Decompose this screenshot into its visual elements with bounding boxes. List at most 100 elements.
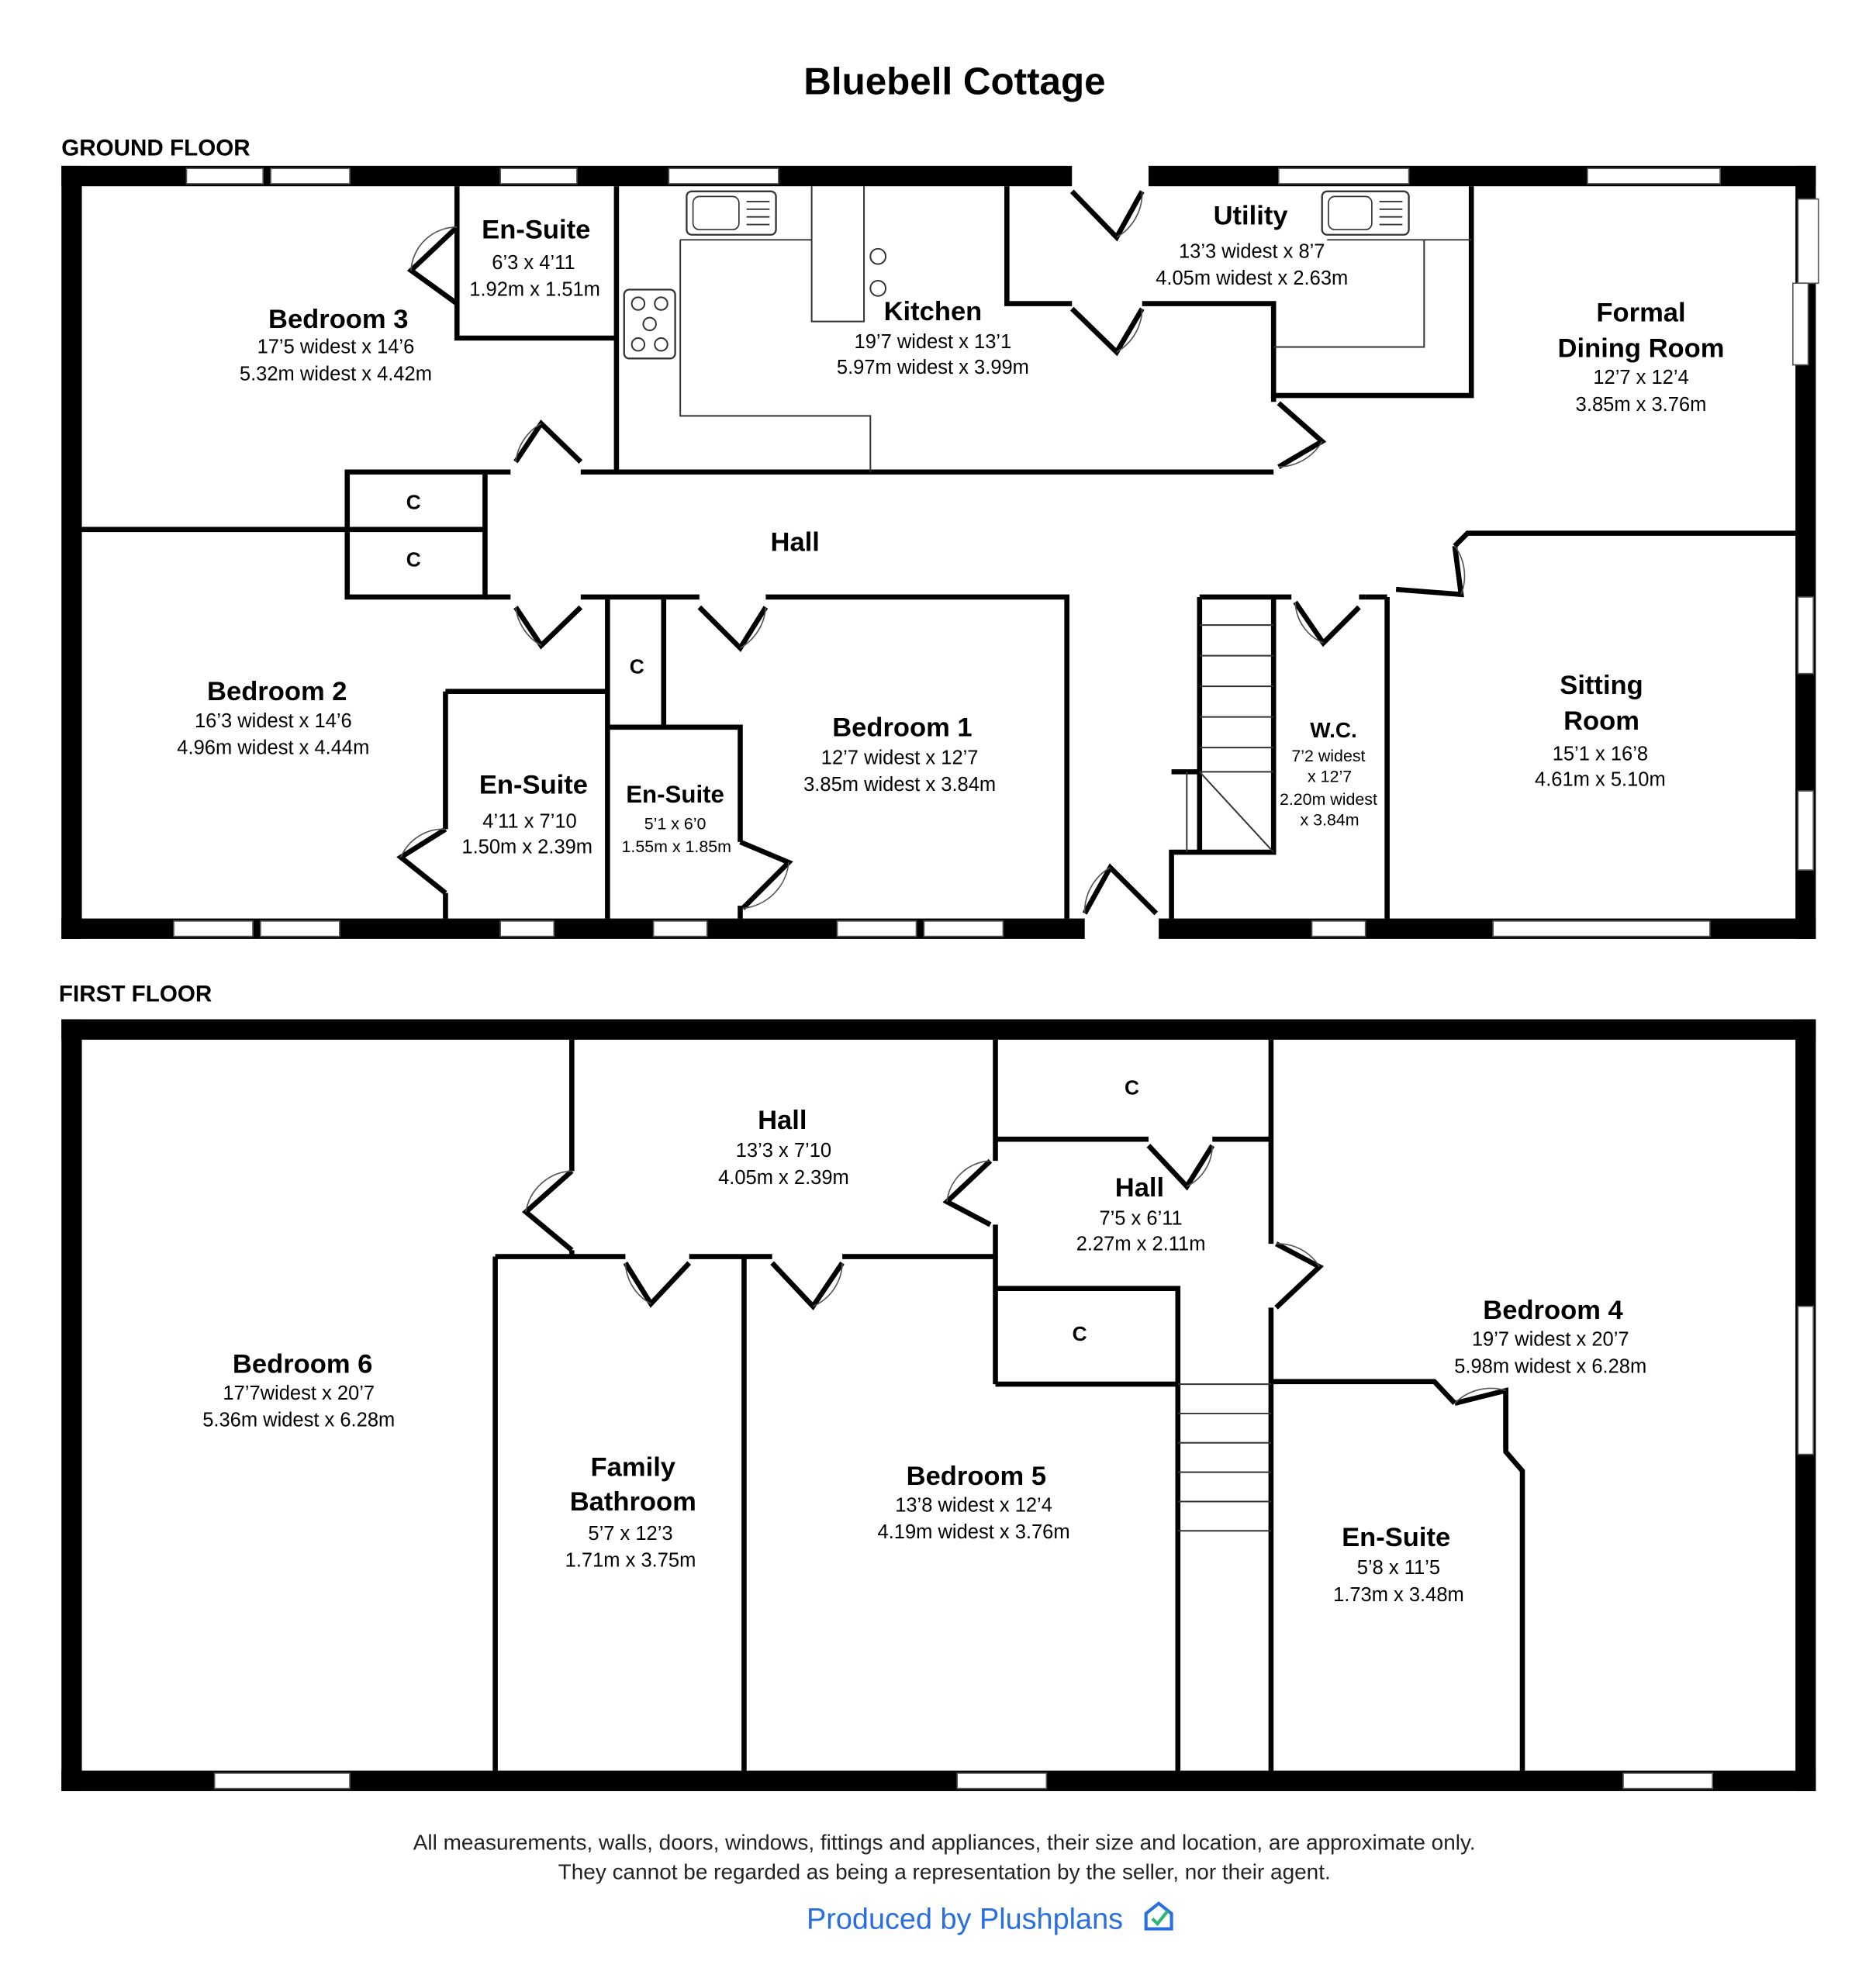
svg-text:16’3 widest x 14’6: 16’3 widest x 14’6 (195, 710, 352, 732)
svg-text:1.50m x 2.39m: 1.50m x 2.39m (461, 837, 593, 858)
disclaimer-line-1: All measurements, walls, doors, windows,… (413, 1831, 1476, 1855)
kitchen-worktop (679, 186, 1472, 472)
svg-text:Sitting: Sitting (1560, 671, 1643, 700)
svg-text:1.71m x 3.75m: 1.71m x 3.75m (565, 1549, 696, 1571)
svg-text:5.32m widest x 4.42m: 5.32m widest x 4.42m (240, 363, 432, 385)
svg-text:6’3 x 4’11: 6’3 x 4’11 (492, 252, 575, 274)
svg-text:19’7 widest x 13’1: 19’7 widest x 13’1 (855, 331, 1012, 353)
room-hall: Hall (771, 528, 820, 558)
svg-text:1.55m x 1.85m: 1.55m x 1.85m (622, 837, 731, 856)
svg-text:7’2 widest: 7’2 widest (1291, 747, 1365, 765)
svg-text:1.73m x 3.48m: 1.73m x 3.48m (1333, 1584, 1464, 1606)
room-formal-dining-room: Formal Dining Room 12’7 x 12’4 3.85m x 3… (1558, 299, 1725, 416)
svg-text:15’1 x 16’8: 15’1 x 16’8 (1553, 744, 1648, 765)
room-en-suite-bedroom-1: En-Suite 5’1 x 6’0 1.55m x 1.85m (622, 781, 731, 856)
svg-text:Bathroom: Bathroom (570, 1487, 696, 1517)
door[interactable] (522, 1144, 1508, 1449)
room-bedroom-4: Bedroom 4 19’7 widest x 20’7 5.98m wides… (1454, 1296, 1646, 1377)
cupboard: C (1125, 1076, 1139, 1100)
svg-text:4.96m widest x 4.44m: 4.96m widest x 4.44m (177, 737, 369, 758)
ground-floor-label: GROUND FLOOR (61, 136, 250, 161)
svg-text:x 12’7: x 12’7 (1308, 768, 1352, 786)
svg-text:5’8 x 11’5: 5’8 x 11’5 (1357, 1557, 1440, 1579)
svg-text:5.36m widest x 6.28m: 5.36m widest x 6.28m (202, 1409, 395, 1431)
svg-text:Bedroom 5: Bedroom 5 (907, 1462, 1046, 1491)
svg-text:Utility: Utility (1214, 202, 1289, 231)
svg-text:Bedroom 4: Bedroom 4 (1483, 1296, 1623, 1325)
svg-text:Formal: Formal (1596, 299, 1685, 328)
sink-icon (686, 190, 1410, 236)
room-bedroom-1: Bedroom 1 12’7 widest x 12’7 3.85m wides… (803, 713, 996, 796)
plan-title: Bluebell Cottage (803, 60, 1105, 103)
svg-text:12’7 widest x 12’7: 12’7 widest x 12’7 (821, 747, 979, 769)
svg-text:7’5 x 6’11: 7’5 x 6’11 (1099, 1207, 1182, 1229)
svg-text:W.C.: W.C. (1310, 718, 1357, 742)
svg-text:2.27m x 2.11m: 2.27m x 2.11m (1076, 1233, 1206, 1255)
svg-text:13’3 widest x 8’7: 13’3 widest x 8’7 (1179, 240, 1325, 262)
svg-text:17’5 widest x 14’6: 17’5 widest x 14’6 (257, 337, 415, 358)
svg-text:5.97m widest x 3.99m: 5.97m widest x 3.99m (837, 357, 1029, 378)
window (213, 1305, 1814, 1790)
hob-icon (623, 288, 676, 360)
svg-text:En-Suite: En-Suite (1342, 1523, 1450, 1552)
svg-text:x 3.84m: x 3.84m (1301, 810, 1359, 829)
svg-text:4.19m widest x 3.76m: 4.19m widest x 3.76m (878, 1521, 1070, 1543)
svg-text:13’3 x 7’10: 13’3 x 7’10 (736, 1140, 831, 1162)
window (173, 167, 1819, 937)
room-sitting-room: Sitting Room 15’1 x 16’8 4.61m x 5.10m (1535, 671, 1666, 790)
svg-text:En-Suite: En-Suite (479, 770, 588, 799)
svg-text:Hall: Hall (758, 1106, 807, 1135)
svg-text:19’7 widest x 20’7: 19’7 widest x 20’7 (1472, 1329, 1629, 1351)
svg-text:12’7 x 12’4: 12’7 x 12’4 (1593, 367, 1688, 388)
first-floor-label: FIRST FLOOR (59, 982, 212, 1007)
room-utility: Utility 13’3 widest x 8’7 4.05m widest x… (1156, 202, 1348, 289)
svg-text:5.98m widest x 6.28m: 5.98m widest x 6.28m (1454, 1355, 1646, 1377)
cupboard: C (1073, 1322, 1087, 1345)
room-family-bathroom: Family Bathroom 5’7 x 12’3 1.71m x 3.75m (565, 1453, 696, 1572)
cupboard: C (406, 490, 421, 513)
svg-text:4.05m widest x 2.63m: 4.05m widest x 2.63m (1156, 268, 1348, 289)
svg-text:4.61m x 5.10m: 4.61m x 5.10m (1535, 768, 1666, 790)
room-hall-small: Hall 7’5 x 6’11 2.27m x 2.11m (1076, 1173, 1206, 1255)
room-bedroom-6: Bedroom 6 17’7widest x 20’7 5.36m widest… (202, 1349, 395, 1431)
svg-text:13’8 widest x 12’4: 13’8 widest x 12’4 (895, 1495, 1052, 1517)
ground-floor-plan: Bedroom 3 17’5 widest x 14’6 5.32m wides… (61, 165, 1819, 939)
room-en-suite: En-Suite 5’8 x 11’5 1.73m x 3.48m (1333, 1523, 1464, 1606)
svg-text:Kitchen: Kitchen (884, 297, 983, 326)
room-bedroom-3: Bedroom 3 17’5 widest x 14’6 5.32m wides… (240, 305, 432, 385)
svg-text:3.85m widest x 3.84m: 3.85m widest x 3.84m (803, 774, 996, 796)
first-floor-plan: Bedroom 6 17’7widest x 20’7 5.36m widest… (61, 1019, 1816, 1791)
disclaimer-line-2: They cannot be regarded as being a repre… (558, 1859, 1331, 1883)
svg-text:Hall: Hall (1115, 1173, 1164, 1203)
room-wc: W.C. 7’2 widest x 12’7 2.20m widest x 3.… (1280, 718, 1377, 830)
svg-text:Bedroom 6: Bedroom 6 (233, 1349, 372, 1379)
room-en-suite-top: En-Suite 6’3 x 4’11 1.92m x 1.51m (469, 216, 600, 301)
appliance-icon (869, 247, 887, 297)
svg-text:Family: Family (591, 1453, 676, 1483)
svg-text:17’7widest x 20’7: 17’7widest x 20’7 (223, 1383, 375, 1404)
svg-text:2.20m widest: 2.20m widest (1280, 790, 1377, 809)
staircase (1186, 624, 1274, 853)
svg-text:4.05m x 2.39m: 4.05m x 2.39m (718, 1167, 849, 1189)
svg-text:Bedroom 2: Bedroom 2 (207, 677, 347, 706)
door[interactable] (396, 189, 1466, 916)
room-bedroom-2: Bedroom 2 16’3 widest x 14’6 4.96m wides… (177, 677, 369, 758)
house-check-icon (1144, 1901, 1173, 1931)
svg-text:5’1 x 6’0: 5’1 x 6’0 (644, 814, 707, 833)
room-hall-main: Hall 13’3 x 7’10 4.05m x 2.39m (718, 1106, 849, 1189)
svg-text:3.85m x 3.76m: 3.85m x 3.76m (1576, 394, 1707, 416)
svg-text:4’11 x 7’10: 4’11 x 7’10 (482, 811, 576, 833)
svg-text:En-Suite: En-Suite (626, 781, 724, 808)
svg-text:Bedroom 1: Bedroom 1 (832, 713, 972, 742)
room-bedroom-5: Bedroom 5 13’8 widest x 12’4 4.19m wides… (878, 1462, 1070, 1543)
svg-text:Bedroom 3: Bedroom 3 (268, 305, 408, 334)
staircase (1177, 1383, 1271, 1532)
svg-text:En-Suite: En-Suite (482, 216, 590, 245)
cupboard: C (630, 655, 644, 678)
cupboard: C (406, 547, 421, 571)
room-en-suite-bedroom-2: En-Suite 4’11 x 7’10 1.50m x 2.39m (461, 770, 593, 858)
svg-text:Room: Room (1563, 706, 1639, 736)
svg-text:1.92m x 1.51m: 1.92m x 1.51m (469, 279, 600, 301)
credit-link[interactable]: Produced by Plushplans (807, 1904, 1123, 1936)
